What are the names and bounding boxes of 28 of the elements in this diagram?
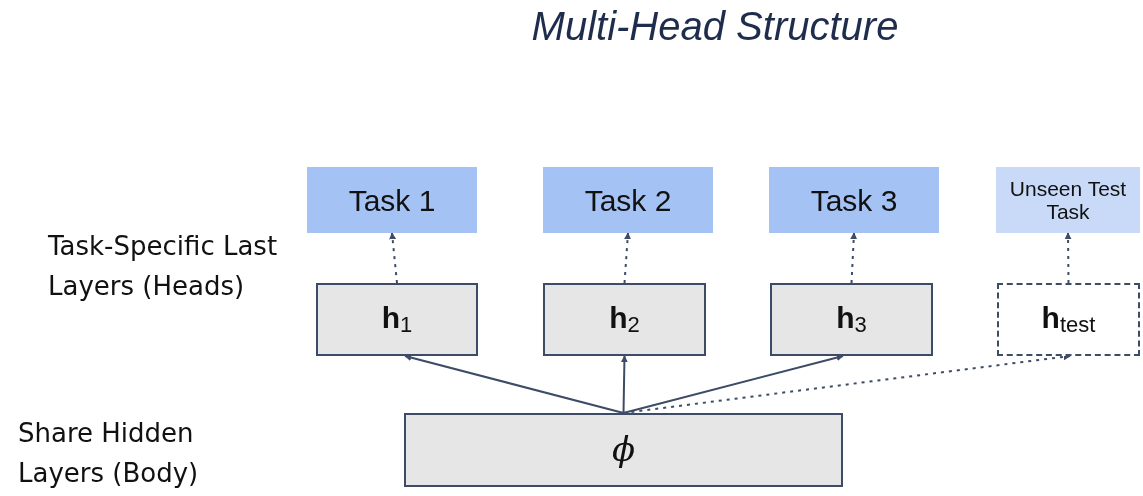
node-label: Unseen Test Task <box>1008 176 1128 224</box>
node-label: Task 1 <box>348 183 436 217</box>
task-box <box>769 167 939 233</box>
task-box <box>996 167 1140 233</box>
node-label: h$_{3}$ <box>836 301 867 338</box>
arrow <box>1064 232 1072 284</box>
head-box <box>997 283 1140 356</box>
node-label: Task 2 <box>584 183 672 217</box>
node-label: h$_{1}$ <box>381 301 413 338</box>
task-box <box>543 167 713 233</box>
layer-label: Share Hidden Layers (Body) <box>18 417 200 490</box>
arrow <box>389 232 398 284</box>
arrow <box>850 232 858 284</box>
arrow <box>622 354 844 414</box>
body-layer-box <box>404 413 843 487</box>
node-label: h$_{2}$ <box>609 301 640 338</box>
arrow <box>623 232 632 284</box>
head-box <box>543 283 706 356</box>
arrow <box>620 355 628 414</box>
head-box <box>316 283 478 356</box>
head-box <box>770 283 933 356</box>
title: Multi-Head Structure <box>530 4 900 49</box>
node-label: h$_{test}$ <box>1041 301 1096 338</box>
layer-label: Task-Specific Last Layers (Heads) <box>48 230 278 303</box>
node-label: ϕ <box>611 431 636 469</box>
task-box <box>307 167 477 233</box>
arrow <box>404 354 625 414</box>
node-label: Task 3 <box>810 183 898 217</box>
